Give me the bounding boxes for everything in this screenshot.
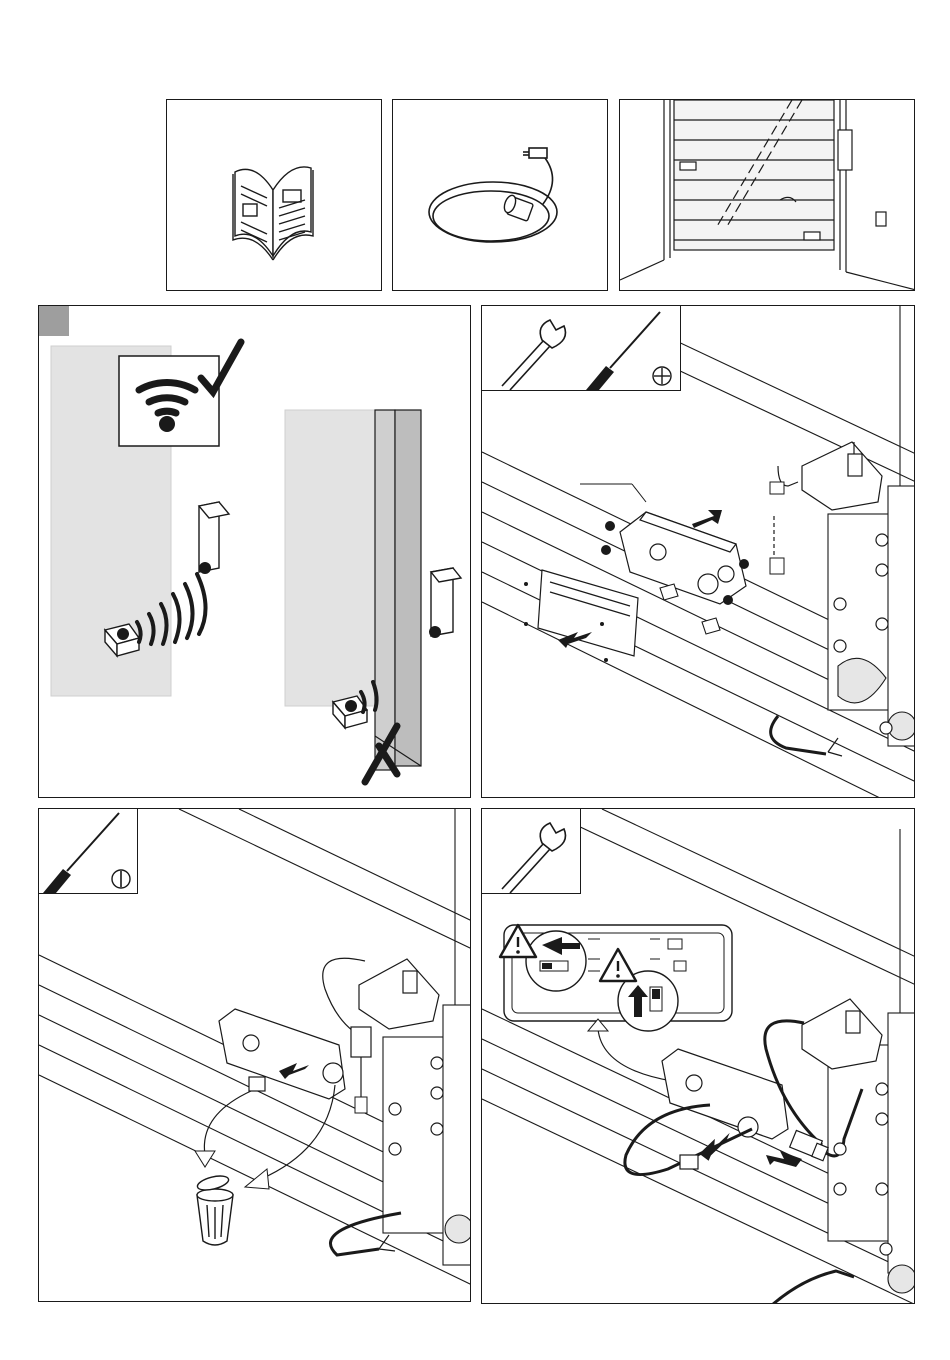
- phillips-tool-box: [580, 306, 681, 391]
- contents-door-panel: [619, 99, 915, 291]
- wrench-tool-box: [482, 809, 581, 894]
- sensor-cable-icon: [393, 100, 608, 291]
- door-icon: [620, 100, 915, 291]
- wrench-icon: [482, 306, 580, 390]
- manual-icon: [167, 100, 382, 291]
- flat-screwdriver-icon: [39, 809, 137, 893]
- phillips-screwdriver-icon: [580, 306, 680, 390]
- step-placement-panel: [38, 305, 471, 798]
- step-open-housing-panel: [481, 305, 915, 798]
- trash-bin-icon: [196, 1173, 233, 1245]
- wrench-tool-box: [482, 306, 581, 391]
- wifi-icon: [159, 416, 175, 432]
- step-connect-panel: [481, 808, 915, 1304]
- placement-diagram: [39, 306, 471, 798]
- flat-screwdriver-tool-box: [39, 809, 138, 894]
- wrench-icon: [482, 809, 580, 893]
- step-remove-plug-panel: [38, 808, 471, 1302]
- contents-sensor-panel: [392, 99, 608, 291]
- contents-manual-panel: [166, 99, 382, 291]
